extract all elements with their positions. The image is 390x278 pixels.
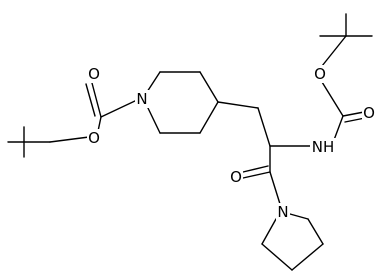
bond-pip-c3-c4 [199, 71, 219, 103]
bond-pyr-ca-cb [261, 243, 293, 271]
atom-label: O [230, 168, 242, 186]
atom-label: O [314, 65, 326, 83]
atom-label: N [136, 90, 147, 108]
atom-label: O [363, 104, 375, 122]
bond-c-o2 [321, 81, 344, 117]
bond-o2-cq [321, 35, 347, 67]
atom-label: O [88, 129, 100, 147]
atom-o-amide: O [229, 168, 243, 186]
bond-ch2-cha [257, 107, 271, 147]
bond-c-o-carb-a [342, 111, 365, 117]
bond-carbamate1-c-n [100, 99, 138, 118]
atom-o-ester-1: O [87, 129, 101, 147]
atom-label: N [277, 203, 288, 221]
bond-pip-c4-c5 [199, 101, 219, 134]
atom-n-piperidine: N [135, 90, 149, 108]
atom-o-ester-2: O [313, 65, 327, 83]
bond-nh-c [333, 115, 344, 141]
bond-pip-n-c2 [146, 71, 161, 93]
bond-carbonyl1-a [91, 82, 102, 118]
atom-n-pyrrolidine: N [276, 203, 290, 221]
atom-layer: N O O O O NH O [87, 65, 376, 221]
bond-c4-ch2 [217, 101, 259, 109]
bond-cco-o-a [242, 171, 271, 179]
bond-cco-o-b [242, 165, 269, 173]
bond-ester1-c-o [49, 136, 90, 143]
atom-o-carbonyl-2: O [362, 104, 376, 122]
bond-pyr-cd-n [289, 213, 309, 220]
atom-o-carbonyl-1: O [87, 65, 101, 83]
bond-pyr-cb-cc [291, 243, 324, 271]
bond-cco-npyr [269, 171, 281, 205]
bond-c-o-carb-b [344, 117, 366, 123]
bond-pip-c6-n [146, 105, 161, 134]
bond-pyr-n-ca [261, 218, 277, 245]
bond-pyr-cc-cd [307, 218, 324, 245]
atom-nh: NH [310, 138, 336, 156]
atom-label: NH [312, 138, 335, 156]
atom-label: O [88, 65, 100, 83]
bond-carbonyl1-b [85, 83, 96, 117]
